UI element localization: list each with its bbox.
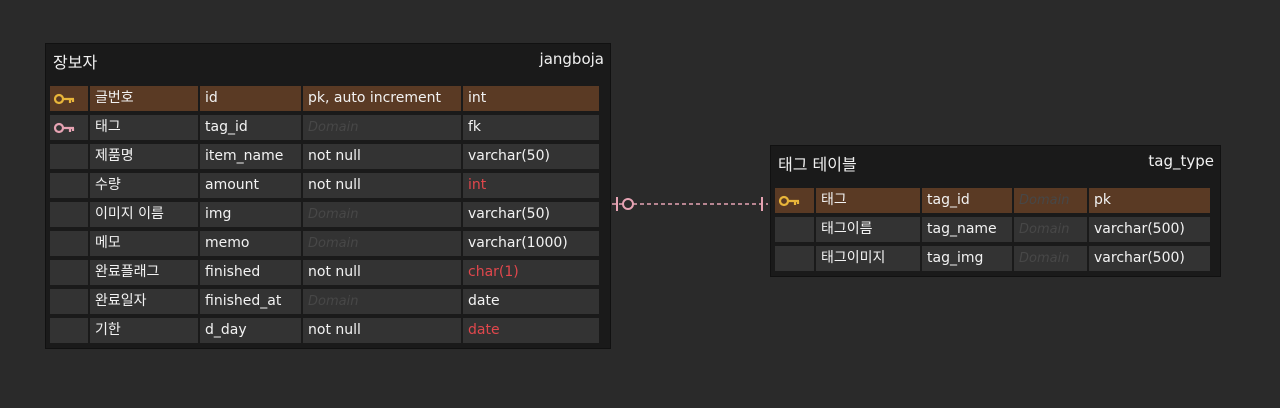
key-cell <box>50 318 88 343</box>
entity-physical-name: tag_type <box>1148 152 1214 170</box>
column-physical-name[interactable]: finished_at <box>200 289 301 314</box>
entity-logical-name: 태그 테이블 <box>778 155 857 174</box>
key-cell <box>50 260 88 285</box>
column-logical-name[interactable]: 태그이름 <box>816 217 920 242</box>
column-physical-name[interactable]: memo <box>200 231 301 256</box>
column-constraint[interactable]: Domain <box>303 202 461 227</box>
column-constraint[interactable]: Domain <box>1014 246 1087 271</box>
column-data-type[interactable]: varchar(500) <box>1089 217 1210 242</box>
column-physical-name[interactable]: tag_name <box>922 217 1012 242</box>
column-logical-name[interactable]: 기한 <box>90 318 198 343</box>
column-logical-name[interactable]: 글번호 <box>90 86 198 111</box>
column-constraint[interactable]: not null <box>303 260 461 285</box>
column-logical-name[interactable]: 제품명 <box>90 144 198 169</box>
primary-key-icon <box>53 93 75 104</box>
key-cell <box>50 173 88 198</box>
column-data-type[interactable]: varchar(500) <box>1089 246 1210 271</box>
column-data-type[interactable]: varchar(1000) <box>463 231 599 256</box>
column-data-type[interactable]: char(1) <box>463 260 599 285</box>
column-logical-name[interactable]: 완료플래그 <box>90 260 198 285</box>
column-constraint[interactable]: Domain <box>303 231 461 256</box>
column-constraint[interactable]: pk, auto increment <box>303 86 461 111</box>
column-logical-name[interactable]: 이미지 이름 <box>90 202 198 227</box>
entity-header[interactable]: 장보자 jangboja <box>46 44 610 84</box>
key-cell <box>50 231 88 256</box>
column-physical-name[interactable]: tag_img <box>922 246 1012 271</box>
column-physical-name[interactable]: finished <box>200 260 301 285</box>
key-cell <box>775 217 814 242</box>
column-data-type[interactable]: varchar(50) <box>463 144 599 169</box>
column-constraint[interactable]: Domain <box>1014 188 1087 213</box>
column-constraint[interactable]: Domain <box>1014 217 1087 242</box>
key-cell <box>50 289 88 314</box>
column-physical-name[interactable]: d_day <box>200 318 301 343</box>
key-cell <box>50 86 88 111</box>
column-logical-name[interactable]: 태그 <box>816 188 920 213</box>
column-data-type[interactable]: fk <box>463 115 599 140</box>
entity-logical-name: 장보자 <box>53 53 98 72</box>
column-logical-name[interactable]: 태그이미지 <box>816 246 920 271</box>
column-constraint[interactable]: Domain <box>303 289 461 314</box>
column-data-type[interactable]: pk <box>1089 188 1210 213</box>
column-logical-name[interactable]: 메모 <box>90 231 198 256</box>
column-physical-name[interactable]: tag_id <box>200 115 301 140</box>
column-logical-name[interactable]: 태그 <box>90 115 198 140</box>
key-cell <box>50 144 88 169</box>
relationship-line[interactable] <box>612 197 768 211</box>
foreign-key-icon <box>53 122 75 133</box>
column-data-type[interactable]: varchar(50) <box>463 202 599 227</box>
column-logical-name[interactable]: 수량 <box>90 173 198 198</box>
column-data-type[interactable]: date <box>463 289 599 314</box>
key-cell <box>775 188 814 213</box>
column-physical-name[interactable]: amount <box>200 173 301 198</box>
column-physical-name[interactable]: tag_id <box>922 188 1012 213</box>
column-data-type[interactable]: int <box>463 173 599 198</box>
entity-physical-name: jangboja <box>539 50 604 68</box>
entity-header[interactable]: 태그 테이블 tag_type <box>771 146 1220 186</box>
column-constraint[interactable]: not null <box>303 144 461 169</box>
zero-marker <box>622 198 634 210</box>
column-physical-name[interactable]: id <box>200 86 301 111</box>
key-cell <box>50 115 88 140</box>
column-data-type[interactable]: date <box>463 318 599 343</box>
column-data-type[interactable]: int <box>463 86 599 111</box>
primary-key-icon <box>778 195 800 206</box>
column-constraint[interactable]: not null <box>303 318 461 343</box>
column-constraint[interactable]: not null <box>303 173 461 198</box>
column-physical-name[interactable]: img <box>200 202 301 227</box>
column-constraint[interactable]: Domain <box>303 115 461 140</box>
column-physical-name[interactable]: item_name <box>200 144 301 169</box>
column-logical-name[interactable]: 완료일자 <box>90 289 198 314</box>
key-cell <box>775 246 814 271</box>
key-cell <box>50 202 88 227</box>
